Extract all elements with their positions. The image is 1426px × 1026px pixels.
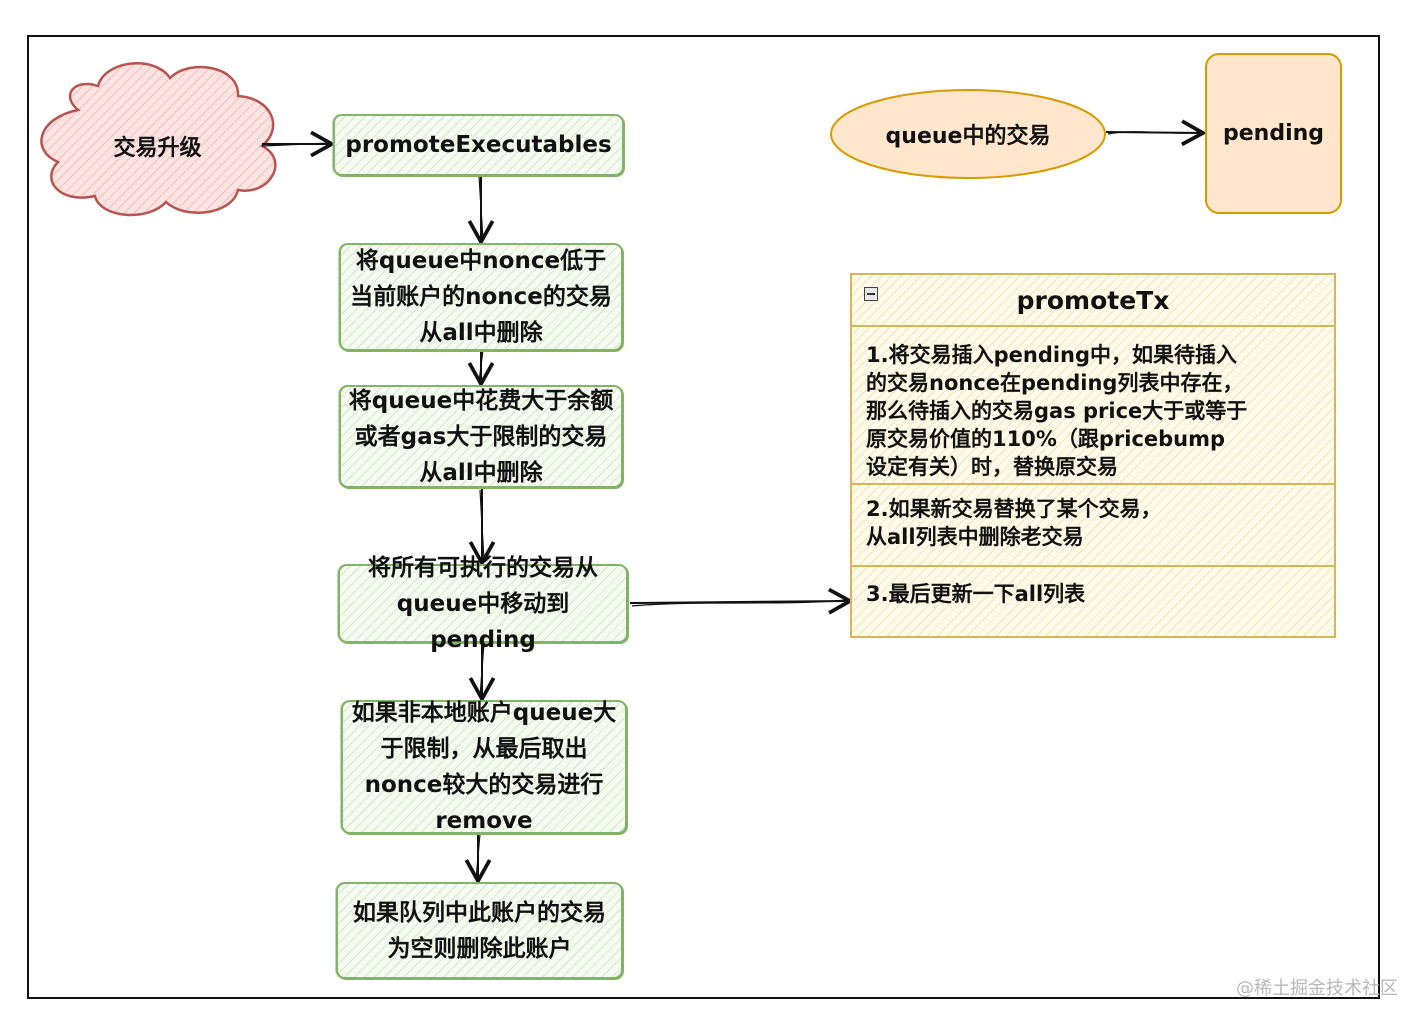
- promote-executables-node: promoteExecutables: [333, 114, 624, 176]
- upgrade-cloud: 交易升级: [113, 136, 202, 161]
- upgrade-cloud-shape: [40, 62, 277, 217]
- pending-node: pending: [1205, 53, 1342, 214]
- promote-tx-item: 1.将交易插入pending中，如果待插入 的交易nonce在pending列表…: [866, 343, 1248, 479]
- queue-tx-ellipse-shape: [830, 89, 1106, 179]
- step-move-to-pending: 将所有可执行的交易从queue中移动到pending: [338, 555, 628, 653]
- collapse-icon[interactable]: [864, 287, 878, 301]
- step-remove-low-nonce: 将queue中nonce低于当前账户的nonce的交易从all中删除: [339, 243, 623, 351]
- promote-tx-item: 2.如果新交易替换了某个交易， 从all列表中删除老交易: [866, 497, 1162, 549]
- promote-tx-panel: promoteTx 1.将交易插入pending中，如果待插入 的交易nonce…: [850, 273, 1336, 638]
- watermark: @稀土掘金技术社区: [1236, 978, 1398, 999]
- promote-tx-item: 3.最后更新一下all列表: [866, 582, 1086, 606]
- queue-tx-node: queue中的交易: [885, 124, 1051, 149]
- step-remove-nonlocal-excess: 如果非本地账户queue大于限制，从最后取出nonce较大的交易进行remove: [341, 700, 627, 834]
- promote-tx-title: promoteTx: [852, 275, 1334, 327]
- diagram-frame: [27, 35, 1380, 999]
- row-divider: [852, 483, 1334, 485]
- step-remove-over-balance: 将queue中花费大于余额或者gas大于限制的交易从all中删除: [339, 385, 623, 488]
- row-divider: [852, 565, 1334, 567]
- step-remove-empty-account: 如果队列中此账户的交易为空则删除此账户: [336, 882, 623, 979]
